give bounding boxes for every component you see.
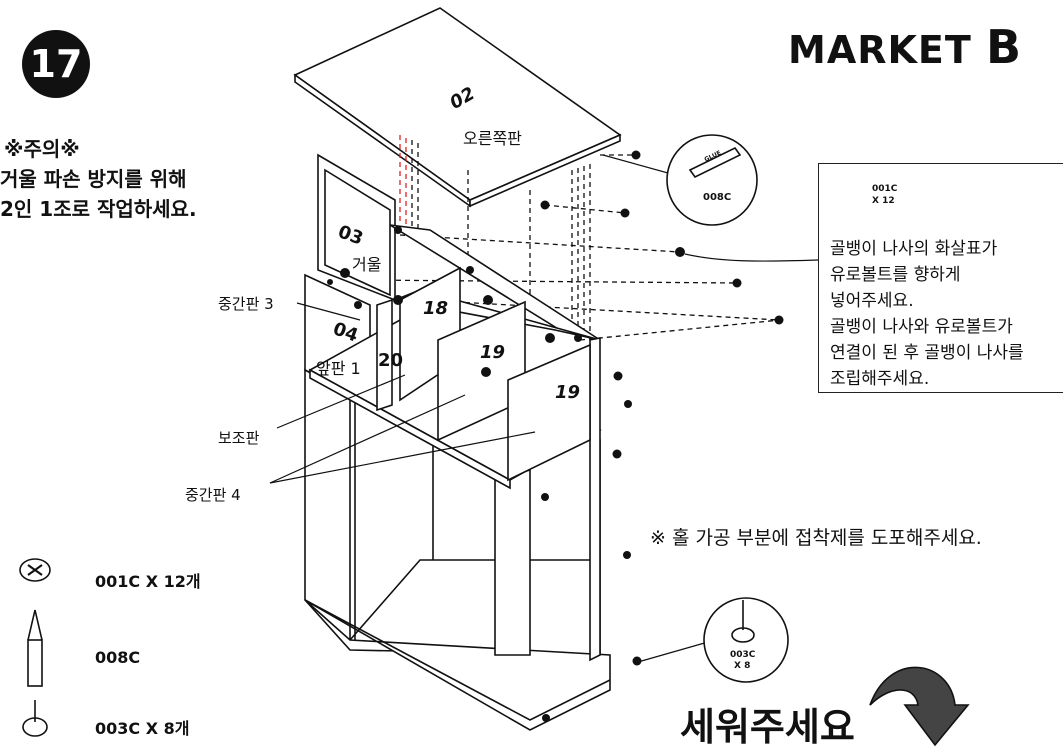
- foot-callout-code: 003C: [730, 650, 756, 660]
- panel-19-b: [507, 343, 591, 482]
- callout-aux-panel: 보조판: [218, 429, 260, 447]
- panel-19b-number: 19: [555, 382, 581, 403]
- warning-line-2: 2인 1조로 작업하세요.: [0, 197, 197, 221]
- note-line-3: 넣어주세요.: [830, 291, 914, 311]
- note-line-6: 조립해주세요.: [830, 369, 930, 389]
- note-part-qty: X 12: [872, 196, 895, 206]
- panel-02-name: 오른쪽판: [463, 129, 522, 148]
- panel-04-name: 앞판 1: [316, 359, 361, 378]
- panel-03-name: 거울: [352, 255, 382, 274]
- foot-callout-qty: X 8: [734, 661, 751, 671]
- note-line-1: 골뱅이 나사의 화살표가: [830, 239, 998, 259]
- note-part-code: 001C: [872, 184, 898, 194]
- parts-item-cam-lock: 001C X 12개: [95, 572, 201, 591]
- brand-text: MARKET: [788, 28, 972, 72]
- glue-callout-bubble: [666, 134, 758, 226]
- callout-mid-panel-3: 중간판 3: [218, 295, 274, 313]
- brand-logo: MARKET B: [788, 20, 1022, 74]
- panel-20-number: 20: [378, 350, 404, 371]
- callout-mid-panel-4: 중간판 4: [185, 486, 241, 504]
- assembly-guide-lines: [359, 135, 781, 406]
- note-line-4: 골뱅이 나사와 유로볼트가: [830, 317, 1013, 337]
- parts-item-foot: 003C X 8개: [95, 719, 190, 738]
- note-text: 골뱅이 나사의 화살표가 유로볼트를 향하게 넣어주세요. 골뱅이 나사와 유로…: [830, 236, 1024, 392]
- rotate-arrow-icon: [869, 666, 970, 747]
- parts-item-glue: 008C: [95, 648, 141, 667]
- brand-letter: B: [986, 20, 1023, 74]
- note-box: [818, 163, 1063, 393]
- warning-block: ※주의※ 거울 파손 방지를 위해 2인 1조로 작업하세요.: [0, 134, 197, 224]
- glue-callout-code: 008C: [703, 192, 732, 203]
- glue-instruction: ※ 홀 가공 부분에 접착제를 도포해주세요.: [650, 527, 982, 549]
- warning-title: ※주의※: [4, 137, 80, 161]
- note-line-5: 연결이 된 후 골뱅이 나사를: [830, 343, 1024, 363]
- hardware-dots: [327, 150, 784, 722]
- stand-up-instruction: 세워주세요: [680, 705, 855, 749]
- panel-18-number: 18: [423, 298, 449, 319]
- warning-line-1: 거울 파손 방지를 위해: [0, 167, 187, 191]
- step-number-badge: 17: [22, 30, 90, 98]
- note-line-2: 유로볼트를 향하게: [830, 265, 961, 285]
- panel-19a-number: 19: [480, 342, 506, 363]
- parts-glue-tube-icon: [27, 639, 43, 687]
